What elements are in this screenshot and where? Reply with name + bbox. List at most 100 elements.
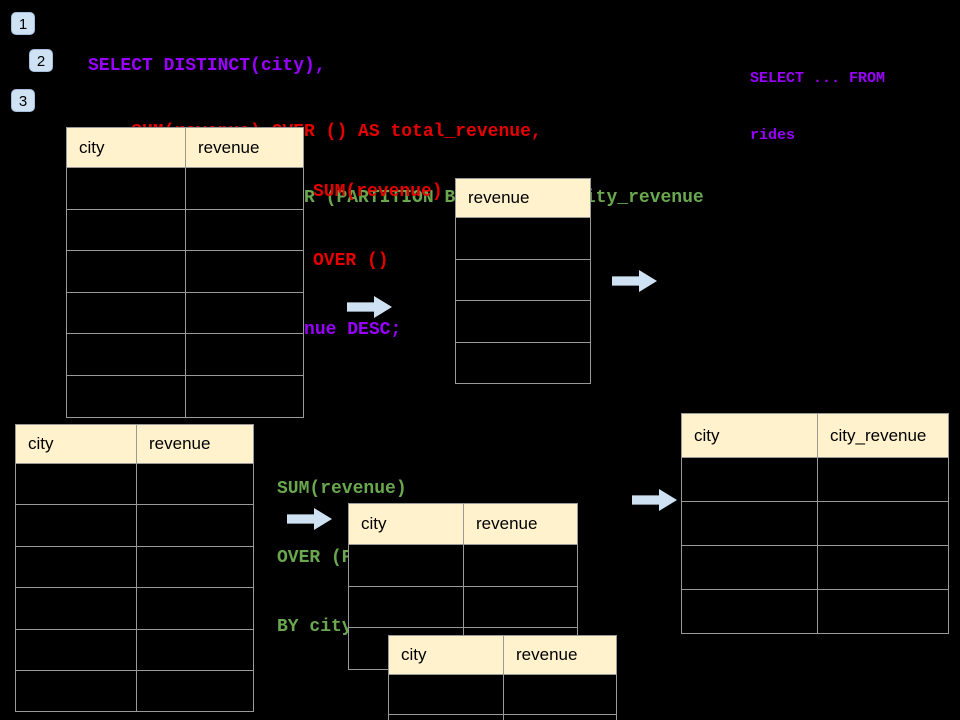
- column-header: revenue: [136, 424, 254, 464]
- empty-row: [15, 545, 254, 589]
- empty-cell: [66, 374, 186, 418]
- empty-row: [681, 457, 949, 502]
- empty-cell: [455, 217, 591, 260]
- empty-row: [455, 341, 591, 384]
- empty-row: [66, 333, 304, 376]
- empty-row: [455, 258, 591, 301]
- empty-cell: [66, 250, 186, 293]
- empty-row: [66, 167, 304, 210]
- empty-cell: [15, 504, 137, 547]
- annotation-line: rides: [750, 127, 796, 144]
- empty-row: [455, 300, 591, 343]
- empty-row: [348, 544, 578, 587]
- empty-cell: [15, 628, 137, 671]
- annotation-sum-over-all: SUM(revenue) OVER (): [313, 135, 443, 319]
- column-header: revenue: [463, 503, 578, 545]
- empty-cell: [66, 167, 186, 210]
- annotation-line: SELECT ... FROM: [750, 70, 886, 87]
- empty-cell: [185, 291, 304, 335]
- empty-row: [681, 501, 949, 546]
- empty-cell: [136, 504, 254, 547]
- empty-row: [15, 504, 254, 547]
- empty-row: [455, 217, 591, 260]
- empty-row: [388, 714, 617, 720]
- empty-cell: [817, 501, 949, 546]
- empty-row: [15, 669, 254, 713]
- column-header: revenue: [185, 127, 304, 168]
- empty-row: [388, 674, 617, 715]
- empty-cell: [15, 587, 137, 630]
- empty-cell: [66, 208, 186, 252]
- empty-cell: [388, 674, 504, 715]
- empty-cell: [681, 501, 818, 546]
- empty-cell: [136, 462, 254, 506]
- empty-cell: [136, 587, 254, 630]
- column-header: revenue: [503, 635, 617, 675]
- column-header: revenue: [455, 178, 591, 218]
- column-header: city: [388, 635, 504, 675]
- annotation-line: SUM(revenue): [277, 479, 407, 499]
- column-header: city: [15, 424, 137, 464]
- empty-cell: [817, 589, 949, 634]
- empty-cell: [66, 291, 186, 335]
- header-row: revenue: [455, 178, 591, 218]
- empty-row: [15, 462, 254, 506]
- annotation-select-from-rides: SELECT ... FROM rides: [750, 31, 885, 183]
- empty-cell: [503, 714, 617, 720]
- empty-cell: [185, 208, 304, 252]
- arrow-right-icon: [632, 489, 677, 511]
- step-badge-2: 2: [29, 49, 53, 72]
- empty-row: [66, 374, 304, 418]
- empty-cell: [455, 300, 591, 343]
- empty-row: [66, 208, 304, 252]
- empty-cell: [15, 462, 137, 506]
- empty-cell: [681, 545, 818, 590]
- step-badge-3: 3: [11, 89, 35, 112]
- empty-cell: [503, 674, 617, 715]
- sql-line-select: SELECT DISTINCT(city),: [88, 56, 326, 76]
- empty-cell: [817, 545, 949, 590]
- step-badge-1: 1: [11, 12, 35, 35]
- empty-cell: [681, 589, 818, 634]
- empty-cell: [348, 544, 464, 587]
- empty-cell: [185, 167, 304, 210]
- empty-cell: [15, 669, 137, 713]
- empty-cell: [136, 628, 254, 671]
- empty-cell: [817, 457, 949, 502]
- empty-row: [681, 545, 949, 590]
- column-header: city_revenue: [817, 413, 949, 458]
- empty-cell: [185, 333, 304, 376]
- empty-cell: [463, 585, 578, 629]
- empty-row: [15, 628, 254, 671]
- empty-row: [348, 585, 578, 629]
- empty-row: [681, 589, 949, 634]
- empty-cell: [681, 457, 818, 502]
- empty-row: [66, 250, 304, 293]
- annotation-line: SUM(revenue): [313, 182, 443, 202]
- empty-cell: [348, 585, 464, 629]
- empty-cell: [388, 714, 504, 720]
- empty-cell: [136, 669, 254, 713]
- empty-cell: [455, 258, 591, 301]
- column-header: city: [348, 503, 464, 545]
- empty-cell: [455, 341, 591, 384]
- annotation-line: OVER (): [313, 251, 389, 271]
- empty-row: [15, 587, 254, 630]
- empty-cell: [15, 545, 137, 589]
- empty-cell: [136, 545, 254, 589]
- column-header: city: [681, 413, 818, 458]
- empty-row: [66, 291, 304, 335]
- empty-cell: [66, 333, 186, 376]
- empty-cell: [185, 374, 304, 418]
- empty-cell: [185, 250, 304, 293]
- empty-cell: [463, 544, 578, 587]
- column-header: city: [66, 127, 186, 168]
